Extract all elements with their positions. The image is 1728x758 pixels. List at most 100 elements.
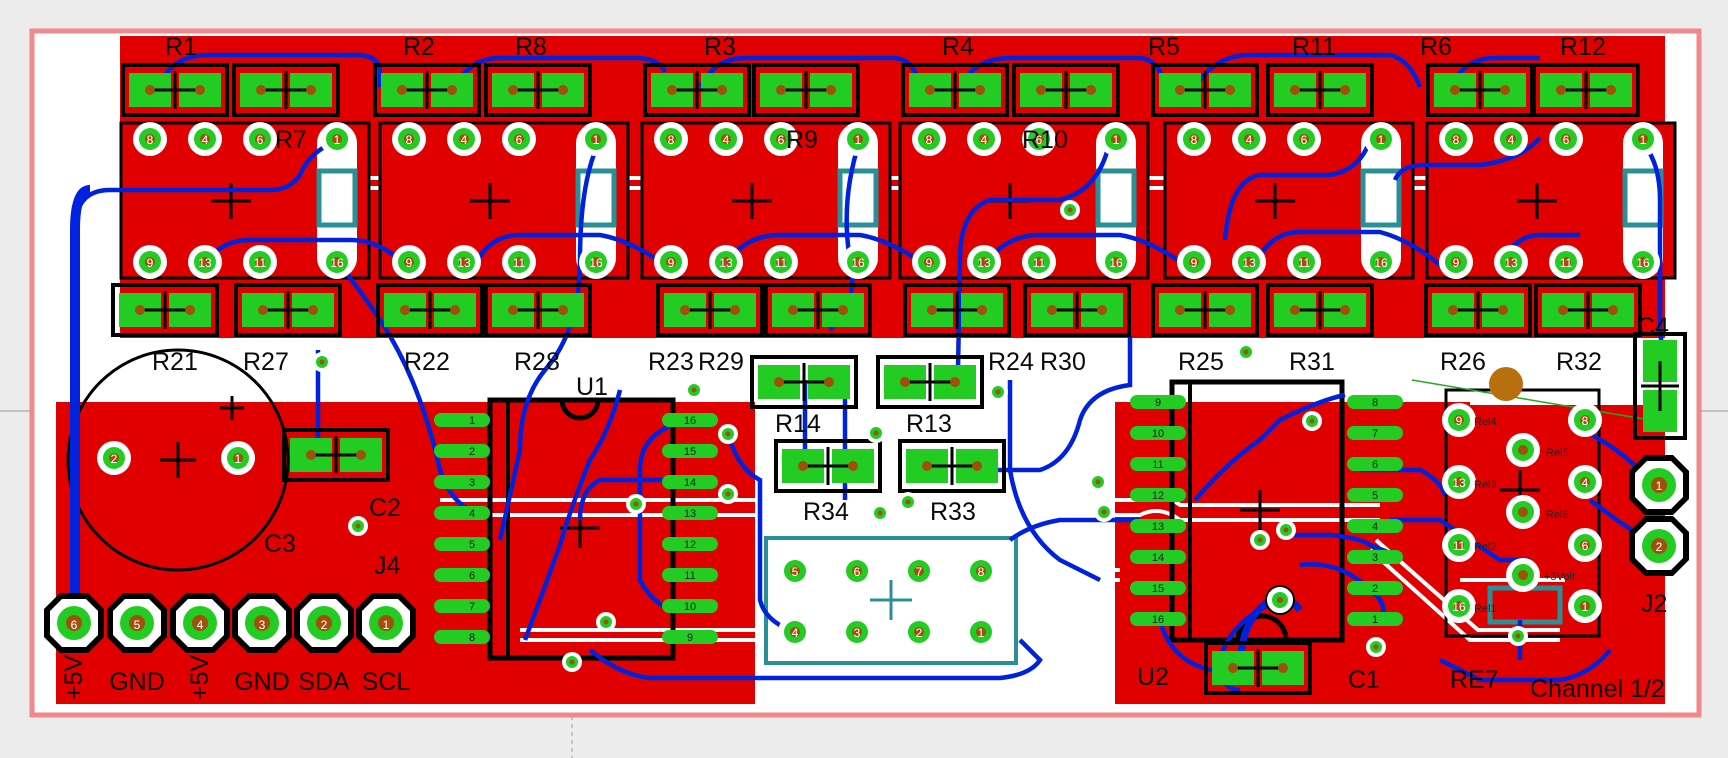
- u1-pin-number: 16: [684, 415, 696, 427]
- relay-pin-number: 4: [461, 133, 468, 147]
- u2-pin-number: 16: [1152, 614, 1164, 626]
- j4-pin-number: 6: [71, 618, 78, 632]
- re7-rel-label: +5Volt: [1544, 571, 1575, 583]
- u1-pin-number: 12: [684, 539, 696, 551]
- label-r28: R28: [514, 348, 560, 376]
- u1-pin-number: 2: [469, 446, 475, 458]
- label-r21: R21: [152, 348, 198, 376]
- relay-pin-number: 1: [1378, 133, 1385, 147]
- u1-pin-number: 5: [469, 539, 475, 551]
- relay-pin-number: 8: [926, 133, 933, 147]
- label-r8: R8: [515, 33, 547, 61]
- relay-pin-number: 9: [406, 256, 413, 270]
- label-r3: R3: [704, 33, 736, 61]
- label-r6: R6: [1420, 33, 1452, 61]
- label-r12: R12: [1560, 33, 1606, 61]
- j4-pin-number: 1: [383, 618, 390, 632]
- j4-pin-label: +5V: [60, 654, 88, 700]
- relay-pin-number: 6: [778, 133, 785, 147]
- label-r26: R26: [1440, 348, 1486, 376]
- fiducial-marker: [1489, 367, 1523, 401]
- j4-pin-number: 3: [259, 618, 266, 632]
- u1-pin-number: 13: [684, 508, 696, 520]
- u2-pin-number: 3: [1372, 552, 1378, 564]
- label-c1: C1: [1348, 666, 1380, 694]
- relay-pin-number: 11: [254, 256, 267, 270]
- label-c3: C3: [264, 530, 296, 558]
- relay-pin-number: 9: [1453, 256, 1460, 270]
- u2-pin-number: 15: [1152, 583, 1164, 595]
- relay-pin-number: 1: [593, 133, 600, 147]
- u2-pin-number: 8: [1372, 397, 1378, 409]
- j4-pin-label: GND: [234, 668, 290, 696]
- re7-pin-number: 8: [1582, 414, 1589, 428]
- relay-pin-number: 16: [1374, 256, 1388, 270]
- u1-pin-number: 1: [469, 415, 475, 427]
- relay-pin-number: 13: [457, 256, 471, 270]
- label-re7: RE7: [1450, 666, 1499, 694]
- u1-pin-number: 7: [469, 601, 475, 613]
- label-r11: R11: [1292, 33, 1336, 61]
- label-j4: J4: [374, 552, 401, 580]
- channel-label: Channel 1/2: [1530, 675, 1665, 703]
- relay-pin-number: 4: [981, 133, 988, 147]
- u1-pin-number: 3: [469, 477, 475, 489]
- c3-pin-number: 2: [111, 452, 118, 466]
- j4-pin-number: 2: [321, 618, 328, 632]
- relay-pin-number: 6: [1563, 133, 1570, 147]
- label-u1: U1: [576, 373, 608, 401]
- relay-pin-number: 8: [147, 133, 154, 147]
- u2-pin-number: 11: [1152, 459, 1163, 471]
- re7-pin-number: 9: [1456, 414, 1463, 428]
- u1-pin-number: 15: [684, 446, 696, 458]
- relay-pin-number: 4: [723, 133, 730, 147]
- label-r9: R9: [786, 126, 818, 154]
- j4-pin-label: SCL: [362, 668, 411, 696]
- header-pin-number: 3: [854, 626, 861, 640]
- u2-pin-number: 4: [1372, 521, 1378, 533]
- u1-pin-number: 8: [469, 632, 475, 644]
- j2-pin-number: 2: [1656, 540, 1663, 554]
- relay-pin-number: 11: [775, 256, 788, 270]
- relay-pin-number: 16: [1636, 256, 1650, 270]
- re7-pin-number: 1: [1582, 600, 1589, 614]
- u1-pin-number: 10: [684, 601, 696, 613]
- label-r22: R22: [404, 348, 450, 376]
- relay-pin-number: 6: [1301, 133, 1308, 147]
- u2-pin-number: 5: [1372, 490, 1378, 502]
- u1-pin-number: 6: [469, 570, 475, 582]
- relay-pin-number: 1: [1640, 133, 1647, 147]
- relay-pin-number: 9: [926, 256, 933, 270]
- relay-pin-number: 6: [516, 133, 523, 147]
- label-r24: R24: [988, 348, 1034, 376]
- label-u2: U2: [1137, 663, 1169, 691]
- header-pin-number: 4: [792, 626, 799, 640]
- u2-pin-number: 13: [1152, 521, 1164, 533]
- label-r14: R14: [775, 410, 821, 438]
- u2-pin-number: 7: [1372, 428, 1378, 440]
- relay-pin-number: 16: [589, 256, 603, 270]
- relay-pin-number: 13: [1504, 256, 1518, 270]
- header-pin-number: 8: [978, 565, 985, 579]
- ic-u2: [1169, 379, 1345, 643]
- re7-rel-label: Rel4: [1474, 416, 1497, 428]
- relay-pin-number: 4: [202, 133, 209, 147]
- u2-pin-number: 6: [1372, 459, 1378, 471]
- c3-pin-number: 1: [235, 452, 242, 466]
- relay-pin-number: 11: [513, 256, 526, 270]
- relay-pin-number: 8: [668, 133, 675, 147]
- label-r34: R34: [803, 498, 849, 526]
- relay-pin-number: 9: [147, 256, 154, 270]
- u1-pin-number: 14: [684, 477, 696, 489]
- label-c2: C2: [369, 494, 401, 522]
- header-pin-number: 5: [792, 565, 799, 579]
- label-r7: R7: [275, 126, 307, 154]
- header-pin-number: 1: [978, 626, 985, 640]
- relay-pin-number: 16: [851, 256, 865, 270]
- u2-pin-number: 9: [1155, 397, 1161, 409]
- re7-rel-label: Rel6: [1546, 509, 1569, 521]
- header-pin-number: 7: [916, 565, 923, 579]
- re7-pin-number: 13: [1452, 476, 1466, 490]
- label-r30: R30: [1040, 348, 1086, 376]
